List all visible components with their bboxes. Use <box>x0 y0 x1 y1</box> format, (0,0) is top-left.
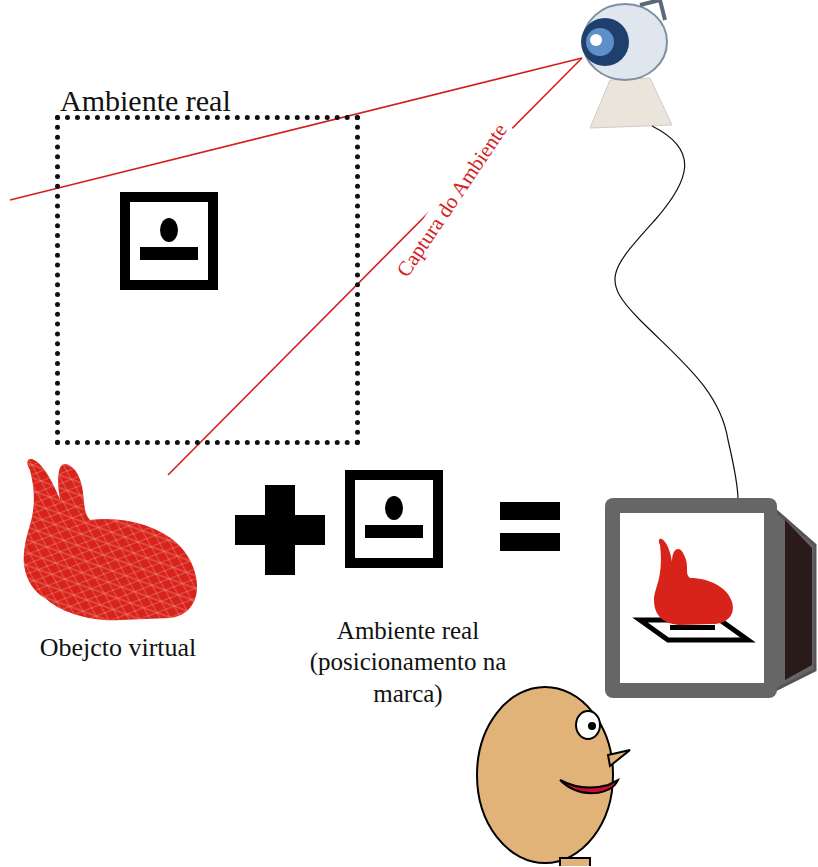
view-line <box>168 58 582 475</box>
webcam-icon <box>581 0 672 128</box>
monitor <box>605 498 815 698</box>
equals-sign <box>500 533 560 551</box>
box-heading: Ambiente real <box>60 84 231 118</box>
plus-sign <box>235 485 325 575</box>
environment-box: Ambiente real <box>55 115 360 445</box>
cable <box>615 126 738 500</box>
capture-label: Captura do Ambiente <box>389 116 515 285</box>
viewer-face <box>477 687 630 866</box>
marker-symbol <box>350 475 438 563</box>
virtual-object-label: Obejcto virtual <box>40 632 197 665</box>
marker-label: Ambiente real (posicionamento na marca) <box>308 615 508 709</box>
bunny-model <box>24 459 197 620</box>
equals-sign <box>500 502 560 520</box>
marker-symbol <box>125 197 213 285</box>
